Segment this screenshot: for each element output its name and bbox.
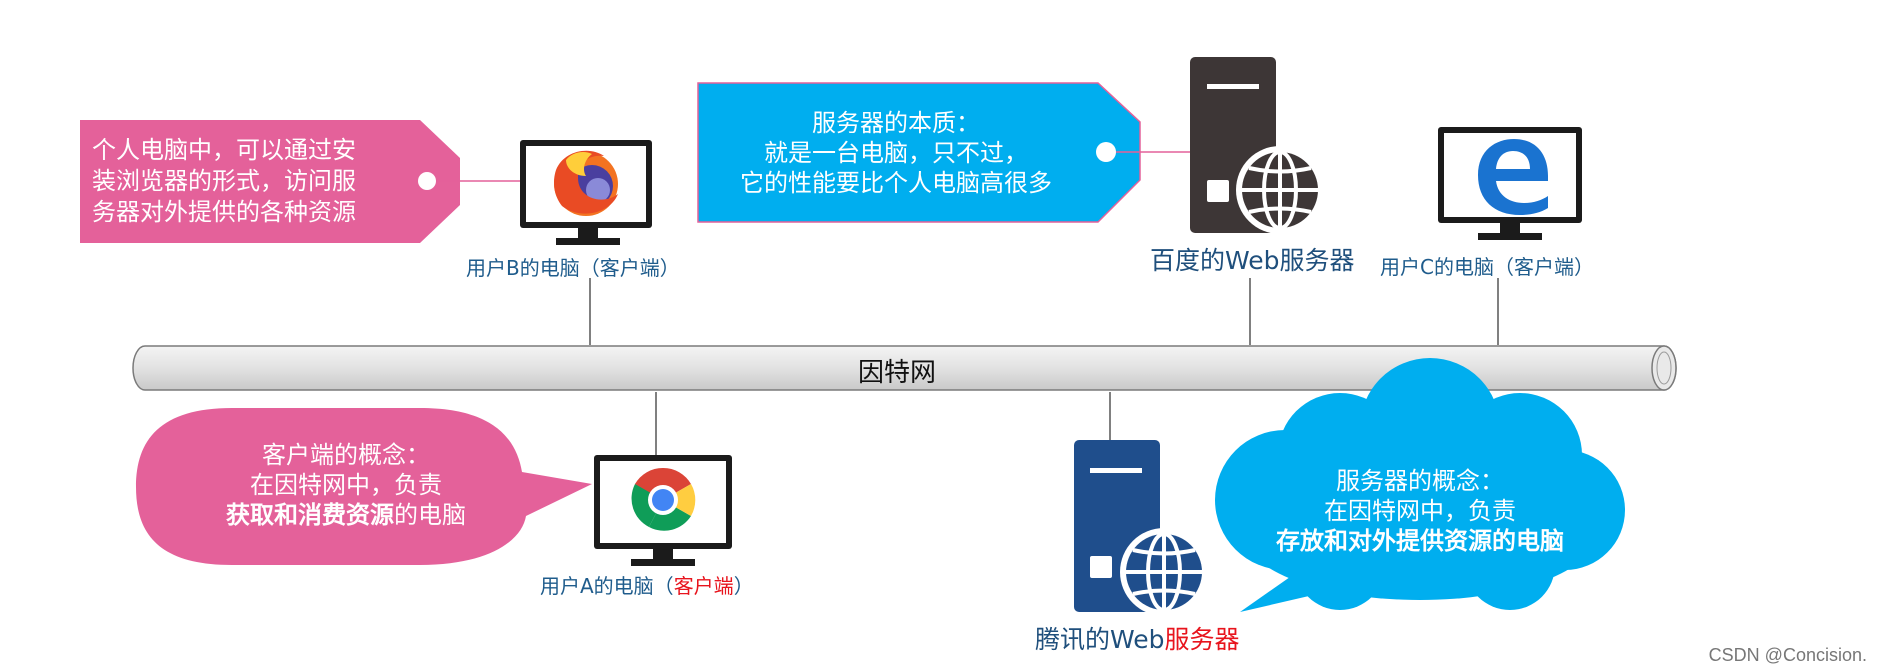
server-essence-callout-text: 服务器的本质： 就是一台电脑，只不过， 它的性能要比个人电脑高很多: [740, 109, 1052, 197]
network-label: 因特网: [858, 358, 937, 388]
tencent-server-label: 腾讯的Web服务器: [1035, 625, 1240, 654]
user-b-label: 用户B的电脑（客户端）: [466, 256, 680, 280]
baidu-server: [1190, 57, 1324, 234]
baidu-server-label: 百度的Web服务器: [1150, 246, 1355, 275]
personal-pc-callout: [80, 120, 520, 243]
firefox-icon: [554, 150, 618, 216]
server-globe-icon: [1236, 146, 1324, 234]
user-c-computer: [1438, 127, 1582, 240]
server-globe-icon: [1120, 528, 1208, 616]
watermark: CSDN @Concision.: [1708, 645, 1867, 665]
tencent-server: [1074, 440, 1208, 616]
server-concept-text: 服务器的概念： 在因特网中，负责 存放和对外提供资源的电脑: [1276, 467, 1564, 555]
chrome-icon: [631, 467, 696, 531]
user-a-computer: [594, 455, 732, 566]
network-pipe: [132, 345, 1677, 391]
user-c-label: 用户C的电脑（客户端）: [1380, 255, 1594, 279]
edge-icon: [1478, 139, 1548, 215]
server-concept-cloud: [1215, 358, 1625, 612]
personal-pc-callout-text: 个人电脑中，可以通过安 装浏览器的形式，访问服 务器对外提供的各种资源: [92, 136, 356, 226]
user-a-label: 用户A的电脑（客户端）: [540, 574, 754, 598]
client-concept-bubble: [136, 408, 592, 565]
client-concept-text: 客户端的概念： 在因特网中，负责 获取和消费资源的电脑: [226, 441, 466, 529]
user-b-computer: [520, 140, 652, 245]
server-essence-callout: [697, 82, 1192, 223]
